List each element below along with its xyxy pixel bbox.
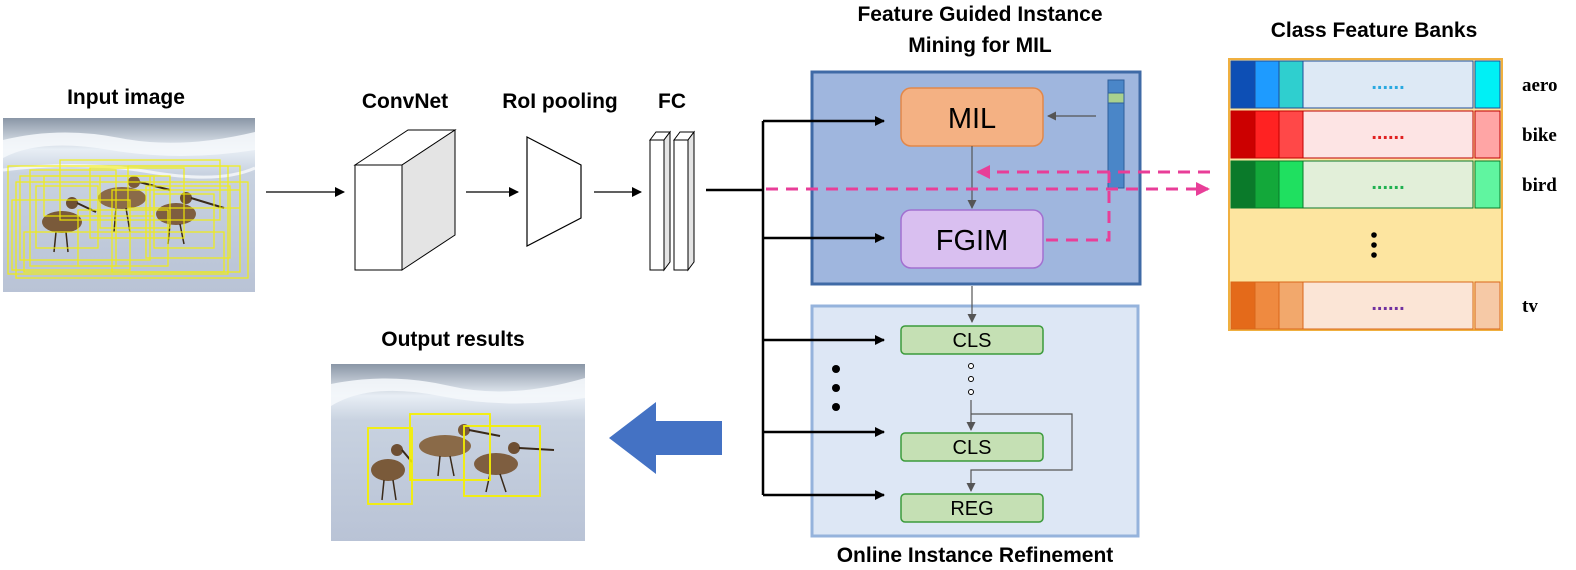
fgim-label: FGIM	[936, 225, 1009, 257]
fgim-title-line1: Feature Guided Instance	[857, 3, 1102, 26]
class-bank-row-tv: ...... tv	[1230, 281, 1538, 330]
bank-end-cell	[1474, 160, 1501, 209]
bird-silhouette	[371, 444, 413, 501]
output-arrow	[609, 402, 722, 474]
class-label-bird: bird	[1522, 175, 1557, 196]
branch-ellipsis	[832, 365, 840, 411]
class-banks-title: Class Feature Banks	[1271, 19, 1478, 42]
bank-cell	[1278, 110, 1304, 159]
input-image	[2, 118, 256, 292]
bank-cell	[1278, 160, 1304, 209]
reg-module	[900, 493, 1044, 523]
bird-silhouette	[474, 442, 555, 493]
bank-end-cell	[1474, 60, 1501, 109]
class-bank-rows: ...... aero...... bike...... bird...... tv	[1230, 60, 1558, 330]
bank-middle-cell	[1302, 60, 1474, 109]
feature-fanout	[706, 116, 885, 500]
bank-middle-cell	[1302, 281, 1474, 330]
detection-boxes	[367, 413, 541, 505]
class-label-aero: aero	[1522, 75, 1558, 96]
bank-cell	[1230, 110, 1256, 159]
bank-ellipsis	[1371, 232, 1377, 258]
cls-module-last	[900, 432, 1044, 462]
bank-dots: ......	[1371, 293, 1404, 315]
mil-label: MIL	[948, 103, 996, 135]
bank-cell	[1230, 160, 1256, 209]
bank-cell	[1254, 160, 1280, 209]
bank-end-cell	[1474, 110, 1501, 159]
bank-cell	[1230, 281, 1256, 330]
dashed-fgim-loop	[1046, 170, 1210, 242]
class-bank-row-aero: ...... aero	[1230, 60, 1558, 109]
output-image	[331, 364, 585, 541]
cls-module-first	[900, 325, 1044, 355]
fgim-module	[900, 209, 1044, 269]
roi-pooling-block	[526, 136, 582, 247]
fc-title: FC	[658, 90, 686, 113]
bank-dots: ......	[1371, 122, 1404, 144]
output-results-title: Output results	[381, 328, 525, 351]
roi-pooling-title: RoI pooling	[502, 90, 617, 113]
refinement-title: Online Instance Refinement	[837, 544, 1114, 567]
bank-cell	[1278, 60, 1304, 109]
convnet-block	[353, 129, 457, 271]
bank-end-cell	[1474, 281, 1501, 330]
bank-cell	[1254, 60, 1280, 109]
reg-label: REG	[950, 498, 993, 520]
convnet-title: ConvNet	[362, 90, 448, 113]
bank-cell	[1230, 60, 1256, 109]
input-image-title: Input image	[67, 86, 185, 109]
bank-dots: ......	[1371, 72, 1404, 94]
bank-cell	[1254, 281, 1280, 330]
class-label-bike: bike	[1522, 125, 1557, 146]
cls-label-first: CLS	[953, 330, 992, 352]
proposal-boxes	[7, 159, 249, 279]
bank-middle-cell	[1302, 160, 1474, 209]
bank-dots: ......	[1371, 172, 1404, 194]
cls-label-last: CLS	[953, 437, 992, 459]
bank-middle-cell	[1302, 110, 1474, 159]
fgim-title-line2: Mining for MIL	[908, 34, 1052, 57]
arrow-loop-to-reg	[966, 413, 1073, 492]
class-bank-row-bird: ...... bird	[1230, 160, 1557, 209]
class-label-tv: tv	[1522, 296, 1538, 317]
fc-block	[649, 130, 695, 272]
bank-cell	[1278, 281, 1304, 330]
stage-ellipsis	[968, 363, 974, 395]
class-bank-row-bike: ...... bike	[1230, 110, 1557, 159]
bank-cell	[1254, 110, 1280, 159]
